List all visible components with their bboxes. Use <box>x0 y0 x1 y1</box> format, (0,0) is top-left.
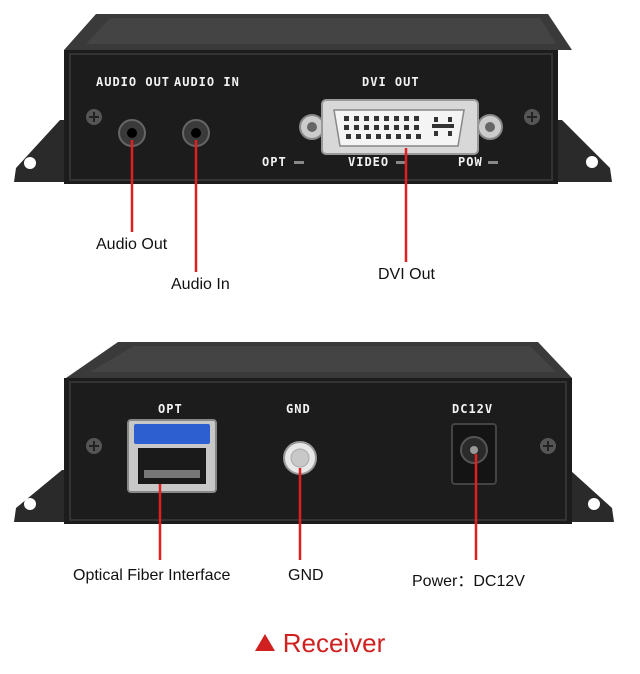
callout-power: Power：DC12V <box>412 573 525 590</box>
bottom-device <box>14 342 614 524</box>
panel-label-dvi-out: DVI OUT <box>362 75 420 89</box>
panel-label-gnd: GND <box>286 402 311 416</box>
callout-dvi-out: DVI Out <box>378 266 435 283</box>
bottom-callout-lines <box>158 454 478 560</box>
caption-text: Receiver <box>282 628 386 658</box>
panel-label-dc12v: DC12V <box>452 402 494 416</box>
panel-label-audio-in: AUDIO IN <box>174 75 240 89</box>
panel-label-pow: POW <box>458 155 483 169</box>
callout-audio-in: Audio In <box>171 276 230 293</box>
callout-gnd: GND <box>288 567 324 584</box>
callout-audio-out: Audio Out <box>96 236 168 253</box>
caption: Receiver <box>0 628 640 659</box>
panel-label-opt: OPT <box>262 155 287 169</box>
triangle-icon <box>254 634 275 651</box>
top-callout-lines <box>130 140 408 272</box>
panel-label-audio-out: AUDIO OUT <box>96 75 171 89</box>
panel-label-opt-bottom: OPT <box>158 402 183 416</box>
panel-label-video: VIDEO <box>348 155 390 169</box>
top-device <box>14 14 612 184</box>
callout-optical-fiber: Optical Fiber Interface <box>73 567 231 584</box>
